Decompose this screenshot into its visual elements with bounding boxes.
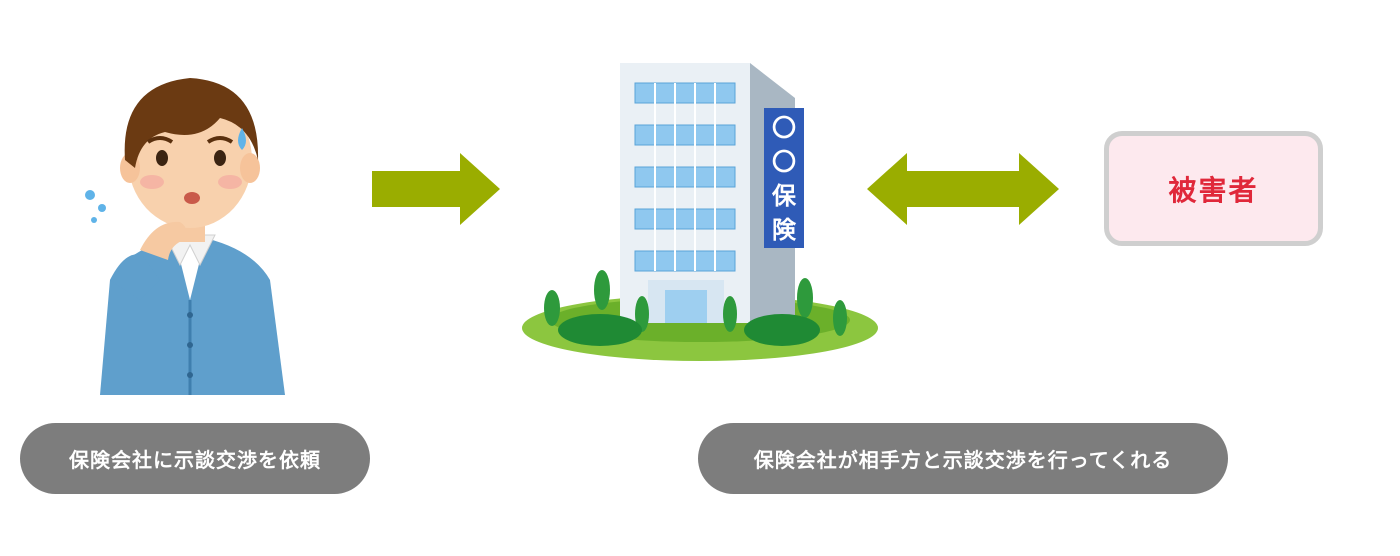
- double-arrow-icon: [867, 153, 1059, 225]
- sign-char: 〇: [772, 148, 796, 176]
- sign-char: 保: [772, 182, 796, 210]
- negotiate-step-pill: 保険会社が相手方と示談交渉を行ってくれる: [698, 423, 1228, 494]
- company-sign-text: 〇 〇 保 険: [764, 114, 804, 244]
- consult-step-pill: 保険会社に示談交渉を依頼: [20, 423, 370, 494]
- insurance-building-illustration: 〇 〇 保 険: [520, 58, 880, 363]
- negotiate-step-label: 保険会社が相手方と示談交渉を行ってくれる: [753, 448, 1173, 472]
- sign-char: 〇: [772, 114, 796, 142]
- arrow-right-icon: [372, 153, 502, 225]
- victim-label: 被害者: [1168, 173, 1259, 207]
- victim-box: 被害者: [1104, 131, 1323, 246]
- sweat-drop-icon: [238, 128, 246, 150]
- hair: [124, 78, 259, 168]
- consult-step-label: 保険会社に示談交渉を依頼: [69, 448, 321, 472]
- sign-char: 険: [772, 216, 796, 244]
- worried-man-illustration: [80, 50, 300, 395]
- company-sign: [764, 108, 804, 248]
